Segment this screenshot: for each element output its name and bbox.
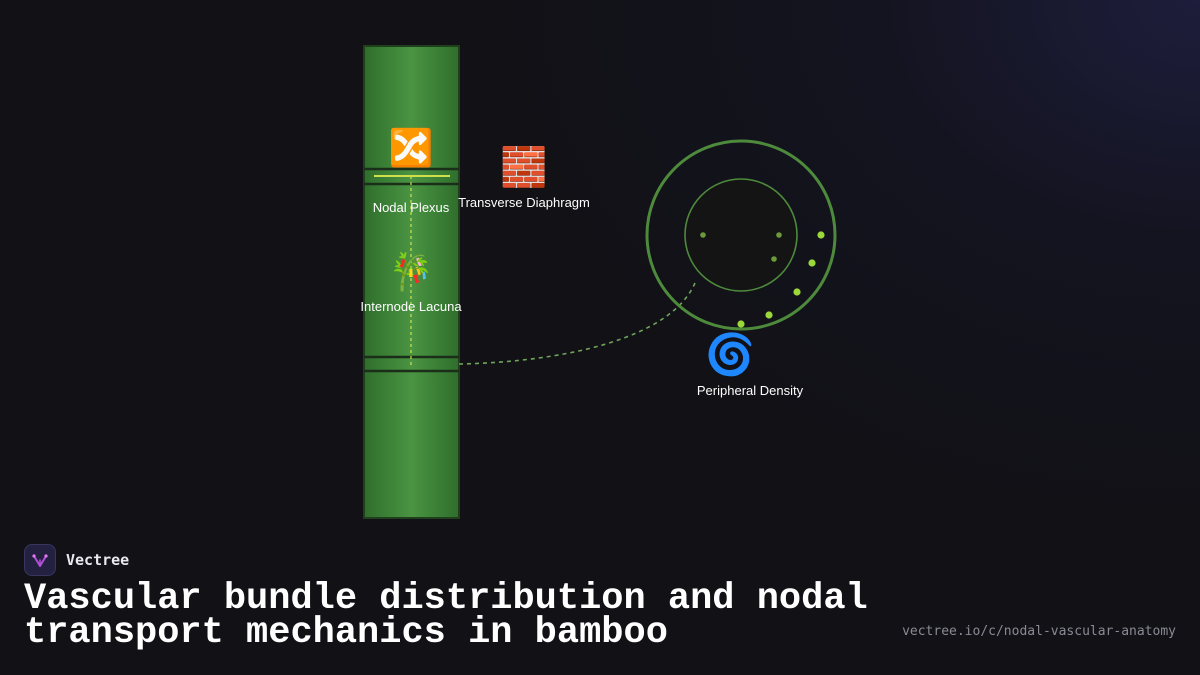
vascular-bundle-dot [817, 231, 825, 239]
nodal-plexus-label: Nodal Plexus [373, 200, 450, 215]
vascular-bundle-dot [765, 311, 773, 319]
inner-bundle-dot [700, 232, 706, 238]
bamboo-culm [363, 45, 460, 519]
vascular-bundle-dot [793, 288, 801, 296]
culm-cross-section-inner [684, 178, 798, 292]
brand: Vectree [24, 544, 129, 576]
vectree-logo-icon [24, 544, 56, 576]
internode-lacuna-label: Internode Lacuna [360, 299, 462, 314]
cross-section-connector [458, 282, 696, 365]
page-title: Vascular bundle distribution and nodal t… [24, 578, 868, 654]
culm-cross-section-outer [645, 139, 837, 331]
shuffle-arrows-icon: 🔀 [389, 127, 434, 169]
brand-name: Vectree [66, 551, 130, 569]
transverse-diaphragm-label: Transverse Diaphragm [458, 195, 590, 210]
brick-wall-icon: 🧱 [500, 145, 547, 189]
inner-bundle-dot [771, 256, 777, 262]
peripheral-density-label: Peripheral Density [697, 383, 804, 398]
inner-bundle-dot [776, 232, 782, 238]
spiral-icon: 🌀 [705, 330, 755, 378]
vascular-bundle-dot [737, 320, 745, 328]
bamboo-icon: 🎋 [389, 251, 434, 293]
source-url: vectree.io/c/nodal-vascular-anatomy [902, 624, 1176, 639]
vascular-bundle-dot [808, 259, 816, 267]
